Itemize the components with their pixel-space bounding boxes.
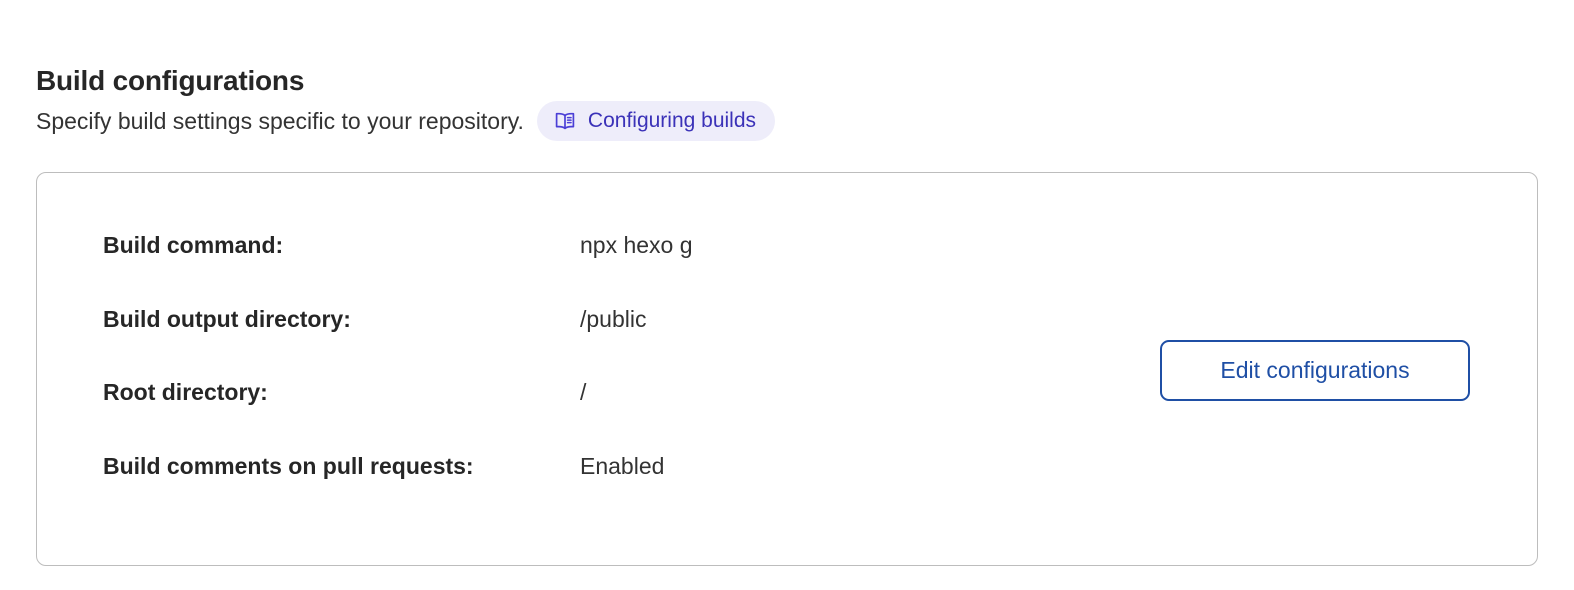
- book-open-icon: [554, 110, 576, 132]
- section-description: Specify build settings specific to your …: [36, 108, 524, 134]
- config-value: Enabled: [580, 452, 665, 479]
- config-value: npx hexo g: [580, 232, 693, 258]
- edit-configurations-button[interactable]: Edit configurations: [1160, 340, 1470, 401]
- config-label: Build output directory:: [103, 305, 351, 332]
- build-configuration-list: Build command: npx hexo g Build output d…: [103, 230, 1153, 524]
- config-row-root-directory: Root directory: /: [103, 377, 1153, 451]
- config-value: /public: [580, 305, 647, 332]
- config-value: /: [580, 379, 587, 405]
- configuring-builds-doc-link[interactable]: Configuring builds: [536, 101, 776, 141]
- build-configurations-card: Build command: npx hexo g Build output d…: [36, 172, 1538, 566]
- config-label: Build comments on pull requests:: [103, 452, 474, 479]
- section-description-row: Specify build settings specific to your …: [36, 101, 776, 141]
- config-label: Root directory:: [103, 379, 268, 405]
- page-title: Build configurations: [36, 65, 305, 97]
- config-label: Build command:: [103, 232, 284, 258]
- config-row-build-command: Build command: npx hexo g: [103, 230, 1153, 304]
- config-row-build-output-directory: Build output directory: /public: [103, 304, 1153, 378]
- configuring-builds-label: Configuring builds: [587, 109, 757, 132]
- config-row-build-comments-on-pull-requests: Build comments on pull requests: Enabled: [103, 451, 1153, 525]
